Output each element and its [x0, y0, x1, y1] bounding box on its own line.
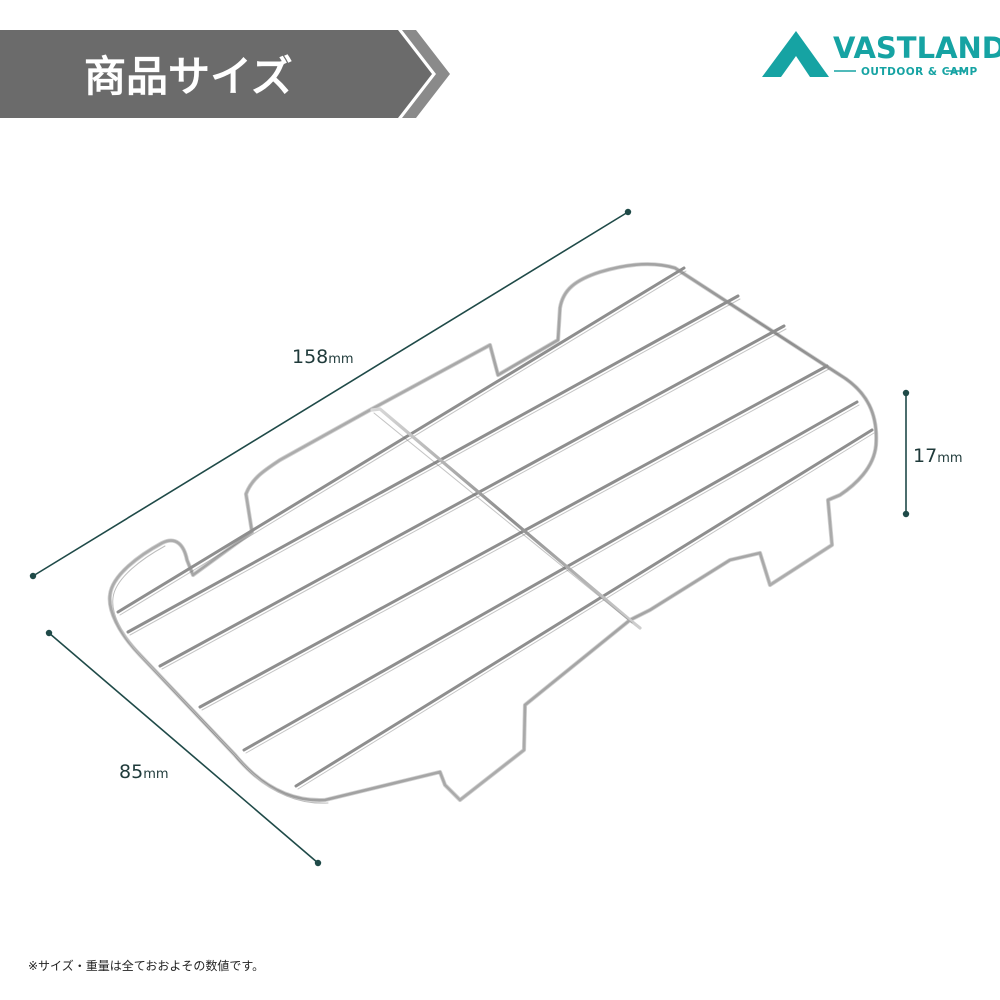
- rack-bar-6: [294, 428, 874, 788]
- rack-outer-frame: [108, 262, 878, 802]
- logo-brand-name: VASTLAND: [833, 31, 1000, 65]
- length-label: 158mm: [292, 346, 354, 368]
- mountain-logo-icon: [762, 31, 829, 77]
- rack-bar-shadows: [119, 270, 875, 790]
- height-label: 17mm: [913, 445, 963, 467]
- rack-bar-5: [242, 400, 859, 752]
- width-endpoint-bottom: [314, 859, 322, 867]
- height-value: 17: [913, 445, 937, 467]
- wire-grill-rack-illustration: [107, 262, 879, 804]
- dimension-length: 158mm: [29, 208, 632, 580]
- rack-bar-2: [126, 294, 740, 634]
- banner-title: 商品サイズ: [84, 52, 293, 101]
- width-endpoint-top: [45, 629, 53, 637]
- rack-bar-3: [158, 324, 786, 668]
- rack-bar-4: [198, 364, 829, 709]
- height-endpoint-bottom: [902, 510, 910, 518]
- length-unit: mm: [328, 352, 353, 367]
- dimension-height: 17mm: [902, 389, 963, 518]
- dimension-width: 85mm: [45, 629, 322, 867]
- rack-frame-inner-edge: [112, 545, 329, 804]
- title-banner: 商品サイズ: [0, 30, 450, 118]
- rack-bar-1: [116, 266, 686, 614]
- height-endpoint-top: [902, 389, 910, 397]
- rack-center-support: [370, 407, 642, 630]
- width-unit: mm: [143, 767, 168, 782]
- logo-tagline: OUTDOOR & CAMP: [861, 66, 978, 78]
- rack-cross-bars: [116, 266, 874, 788]
- length-endpoint-left: [29, 572, 37, 580]
- disclaimer-footnote: ※サイズ・重量は全ておおよその数値です。: [28, 959, 265, 973]
- banner-arrow-shape: [0, 30, 432, 118]
- height-unit: mm: [937, 451, 962, 466]
- length-value: 158: [292, 346, 328, 368]
- rack-frame-shadow: [107, 262, 879, 803]
- vastland-logo: VASTLAND OUTDOOR & CAMP: [762, 31, 1000, 78]
- length-endpoint-right: [624, 208, 632, 216]
- width-value: 85: [119, 761, 143, 783]
- width-label: 85mm: [119, 761, 169, 783]
- banner-chevron-accent: [402, 30, 450, 118]
- length-dimension-line: [32, 211, 629, 577]
- width-dimension-line: [48, 632, 319, 864]
